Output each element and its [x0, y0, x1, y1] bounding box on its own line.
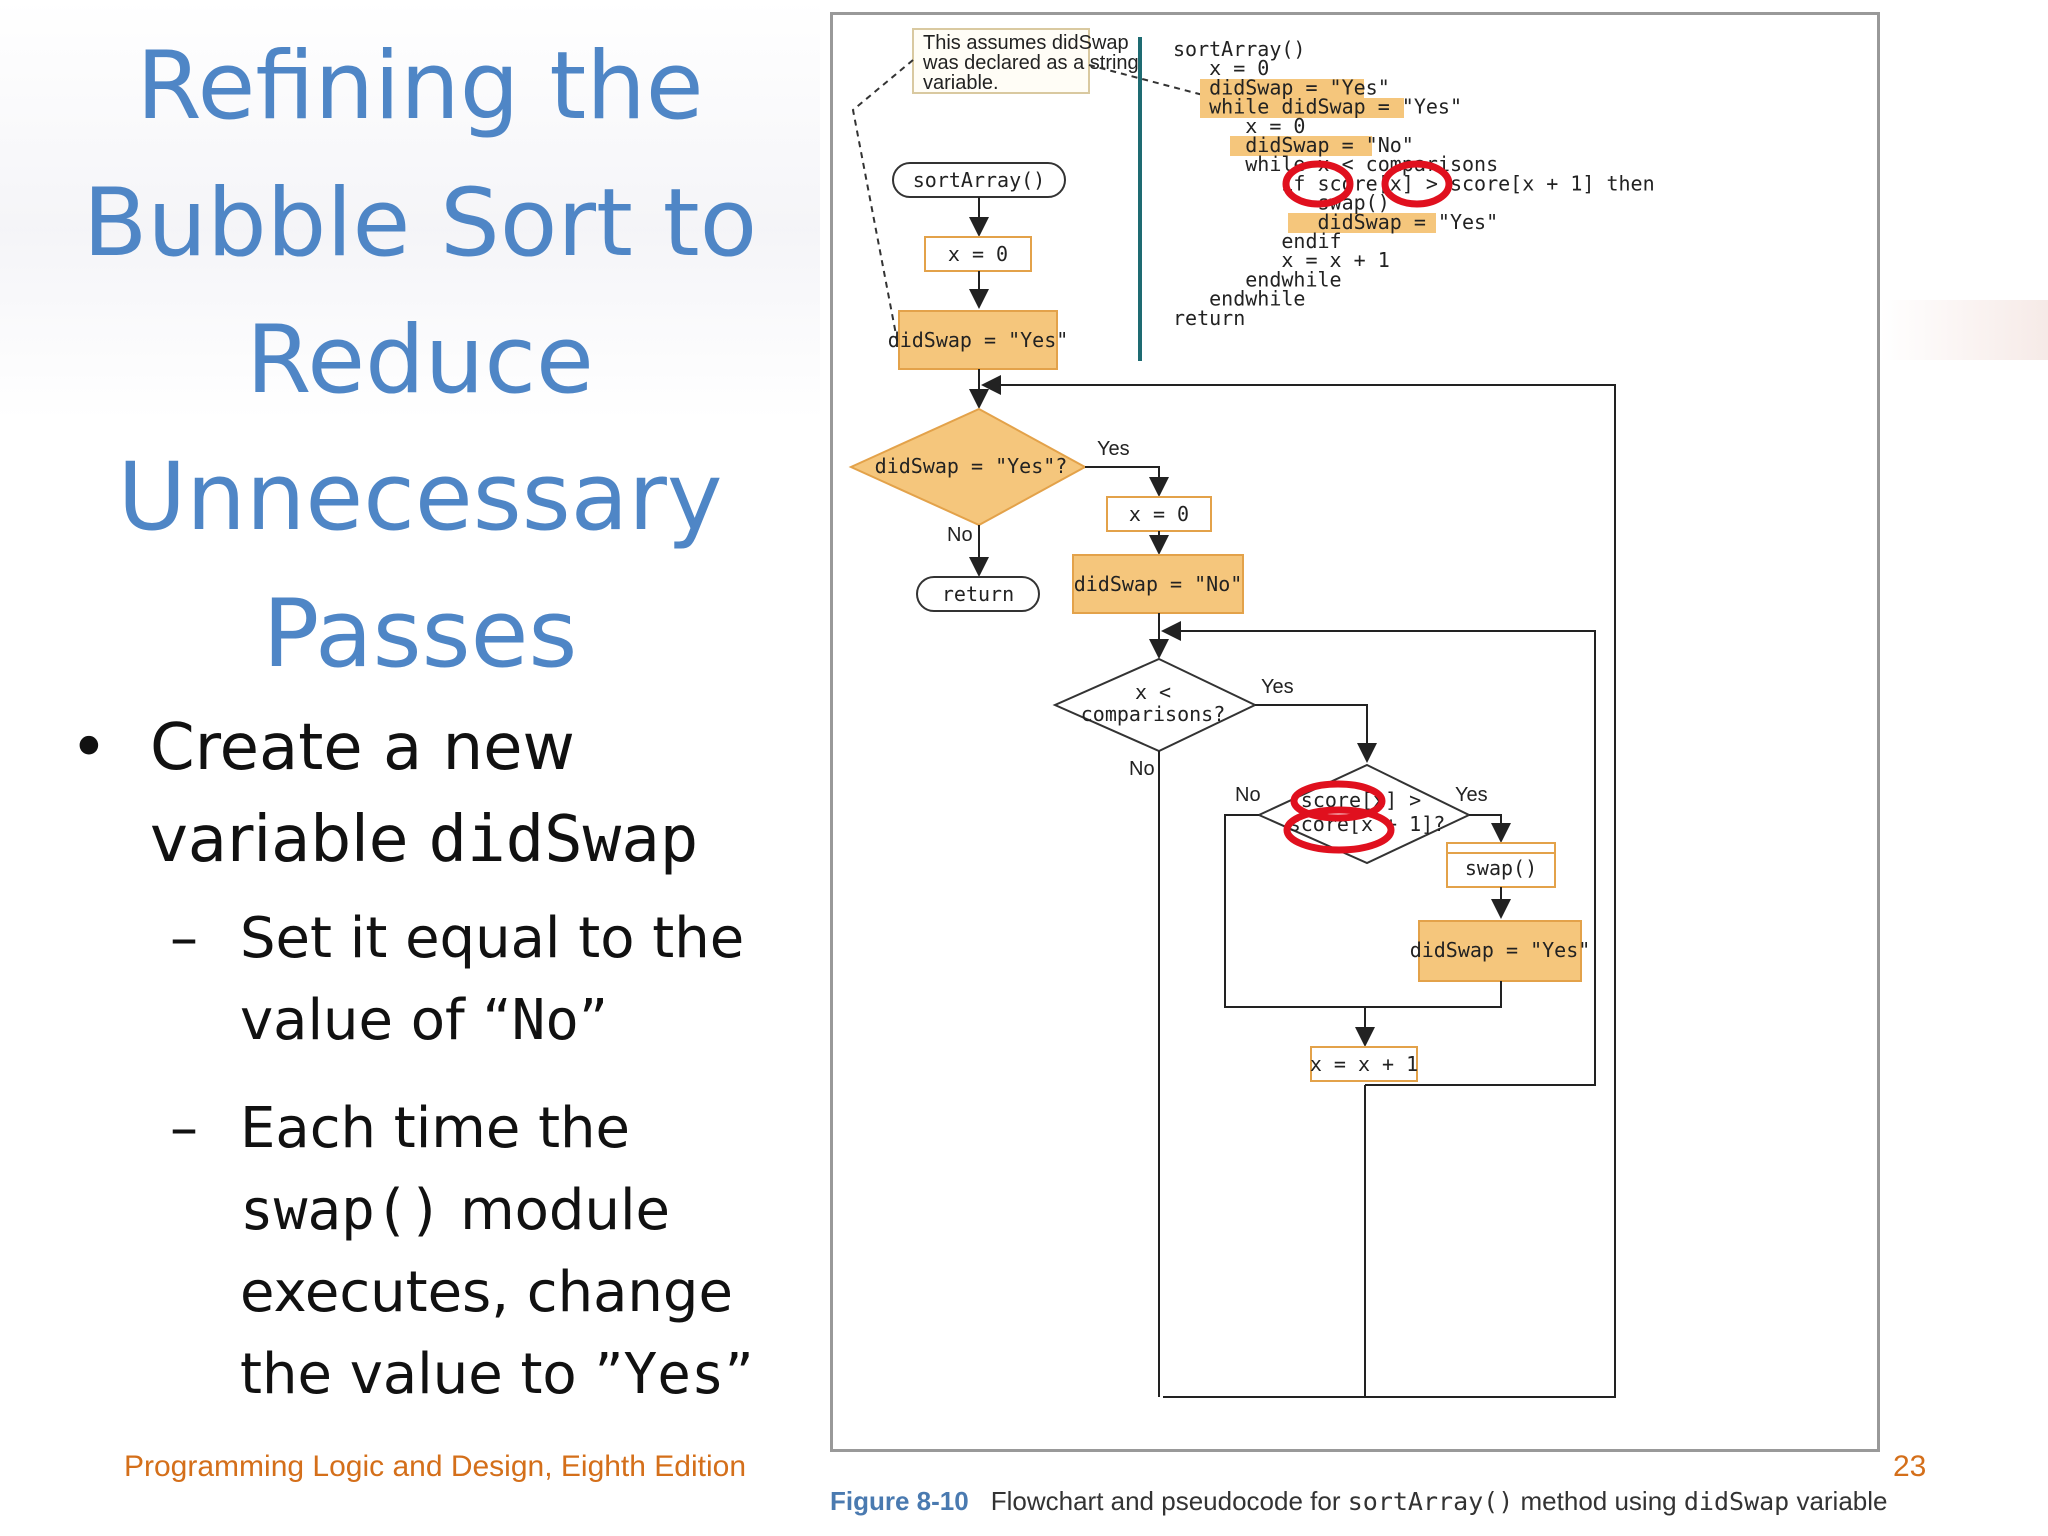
- bullet-dot: •: [70, 711, 108, 785]
- sub-bullet-code: No: [511, 988, 579, 1053]
- note-line-1: This assumes didSwap: [923, 32, 1129, 54]
- pseudocode-line: if score[x] > score[x + 1] then: [1173, 171, 1655, 195]
- flow-no-label: No: [1129, 758, 1155, 780]
- flow-return-label: return: [942, 582, 1014, 606]
- sub-bullet-code: swap(): [240, 1178, 443, 1243]
- pseudocode-line: didSwap = "No": [1173, 133, 1414, 157]
- figure-caption-label: Figure 8-10: [830, 1486, 969, 1516]
- note-connector-left: [851, 59, 914, 346]
- sub-bullet-text: Each time the: [240, 1096, 631, 1161]
- flow-increment-box: [1310, 1046, 1418, 1082]
- flow-return-terminal: [916, 576, 1040, 612]
- bullet-create-variable: • Create a new variable didSwap: [70, 702, 830, 886]
- sub-bullet-code-2: Yes: [623, 1342, 725, 1407]
- pseudo-highlight: [1200, 98, 1404, 118]
- pseudocode-line: swap(): [1173, 191, 1390, 215]
- sub-bullet-swap: – Each time the swap() module executes, c…: [70, 1088, 830, 1416]
- figure-caption-code: sortArray(): [1347, 1487, 1514, 1516]
- flow-yes-label: Yes: [1455, 784, 1488, 806]
- flow-set-yes-label: didSwap = "Yes": [1410, 938, 1591, 962]
- flow-inner-decision-label-2: comparisons?: [1081, 702, 1226, 726]
- pseudocode-line: x = 0: [1173, 56, 1269, 80]
- flow-loop-x-box: [1106, 496, 1212, 532]
- flowchart-figure: This assumes didSwap was declared as a s…: [830, 12, 1880, 1452]
- flow-no-label: No: [1235, 784, 1261, 806]
- pseudo-highlight: [1288, 213, 1436, 233]
- page-number: 23: [1893, 1450, 1927, 1483]
- slide-title: Refining the Bubble Sort to Reduce Unnec…: [82, 32, 758, 689]
- pseudocode-line: x = x + 1: [1173, 248, 1390, 272]
- sub-bullet-dash: –: [170, 906, 198, 971]
- flow-inner-decision-label-1: x <: [1135, 680, 1171, 704]
- flow-set-no-label: didSwap = "No": [1074, 572, 1243, 596]
- flow-yes-label: Yes: [1097, 438, 1130, 460]
- note-line-2: was declared as a string: [922, 52, 1139, 74]
- figure-caption-text: Flowchart and pseudocode for: [990, 1486, 1348, 1516]
- flow-outer-decision-label: didSwap = "Yes"?: [875, 454, 1068, 478]
- flow-yes-label: Yes: [1261, 676, 1294, 698]
- flow-init-swap-box: [898, 310, 1058, 370]
- pseudocode-line: while didSwap = "Yes": [1173, 95, 1462, 119]
- bullet-code: didSwap: [428, 803, 699, 877]
- flow-swap-label: swap(): [1465, 856, 1537, 880]
- note-line-3: variable.: [923, 72, 999, 94]
- pseudocode-line: return: [1173, 306, 1245, 330]
- figure-caption-text-2: method using: [1513, 1486, 1684, 1516]
- flow-init-swap-label: didSwap = "Yes": [888, 328, 1069, 352]
- flow-increment-label: x = x + 1: [1310, 1052, 1418, 1076]
- pseudocode-line: endif: [1173, 229, 1342, 253]
- flow-swap-box: [1446, 842, 1556, 888]
- annotation-circle: [1282, 160, 1354, 208]
- flow-set-no-box: [1072, 554, 1244, 614]
- note-box: [912, 28, 1090, 94]
- annotation-circle: [1381, 160, 1453, 208]
- flowchart-svg: This assumes didSwap was declared as a s…: [848, 28, 1655, 1398]
- inner-loop-back-line: [1163, 631, 1596, 1397]
- pseudocode-line: endwhile: [1173, 287, 1305, 311]
- sub-bullet-set-no: – Set it equal to the value of “No”: [70, 898, 830, 1062]
- pseudocode-line: endwhile: [1173, 267, 1342, 291]
- flow-start-label: sortArray(): [913, 168, 1045, 192]
- annotation-circle: [1290, 780, 1386, 822]
- sub-bullet-end: ”: [579, 988, 609, 1053]
- figure-caption-code-2: didSwap: [1683, 1487, 1790, 1516]
- figure-caption-text-3: variable: [1789, 1486, 1888, 1516]
- flow-no-label: No: [947, 524, 973, 546]
- background-decoration: [0, 0, 820, 420]
- background-decoration-right: [1880, 300, 2048, 360]
- flow-init-x-label: x = 0: [948, 242, 1008, 266]
- pseudocode-line: didSwap = "Yes": [1173, 75, 1390, 99]
- pseudocode-line: x = 0: [1173, 114, 1305, 138]
- pseudo-highlight: [1200, 79, 1364, 99]
- sub-bullet-text: Set it equal to the value of “: [240, 906, 745, 1053]
- flow-init-x-box: [924, 236, 1032, 272]
- bullet-list: • Create a new variable didSwap – Set it…: [70, 702, 830, 1416]
- flow-loop-x-label: x = 0: [1129, 502, 1189, 526]
- sub-bullet-end: ”: [724, 1342, 754, 1407]
- pseudo-highlight: [1230, 136, 1372, 156]
- pseudocode-block: sortArray() x = 0 didSwap = "Yes" while …: [1173, 37, 1655, 330]
- note-connector-right: [1088, 64, 1204, 96]
- bullet-text: Create a new variable: [150, 711, 575, 877]
- footer-text: Programming Logic and Design, Eighth Edi…: [124, 1450, 747, 1483]
- pseudocode-line: didSwap = "Yes": [1173, 210, 1498, 234]
- sub-bullet-text-2: module executes, change the value to ”: [240, 1178, 733, 1407]
- outer-loop-back-line: [981, 375, 1616, 1398]
- annotation-circle: [1283, 806, 1395, 854]
- pseudocode-line: sortArray(): [1173, 37, 1305, 61]
- sub-bullet-dash: –: [170, 1096, 198, 1161]
